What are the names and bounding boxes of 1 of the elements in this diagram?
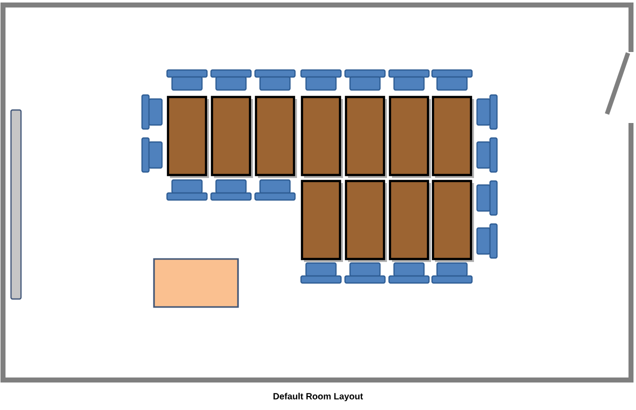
caption: Default Room Layout — [274, 392, 363, 402]
